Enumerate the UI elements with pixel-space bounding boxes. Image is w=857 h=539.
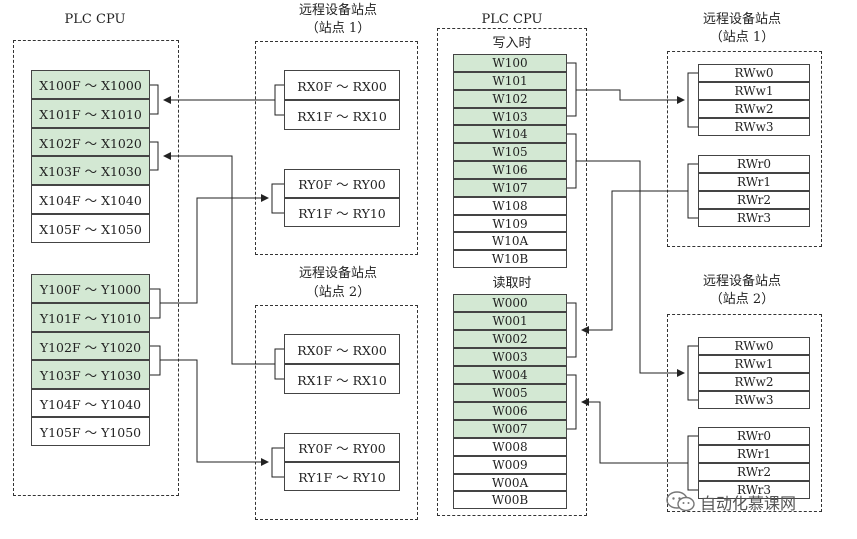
x-row: X104F ～ X1040: [31, 185, 150, 214]
rstation1-rww-row: RWw1: [698, 82, 810, 100]
write-row: W109: [453, 215, 567, 232]
read-row: W007: [453, 420, 567, 438]
read-row: W001: [453, 312, 567, 330]
rstation2-rww-row: RWw1: [698, 355, 810, 373]
y-row: Y105F ～ Y1050: [31, 417, 150, 446]
write-row: W102: [453, 90, 567, 108]
x-row: X103F ～ X1030: [31, 156, 150, 185]
x-row: X101F ～ X1010: [31, 99, 150, 128]
rstation1-rwr-row: RWr2: [698, 191, 810, 209]
rstation2-rww-row: RWw0: [698, 337, 810, 355]
rstation2-title-line1: 远程设备站点: [702, 274, 781, 289]
station2-rx-row: RX0F ～ RX00: [284, 334, 400, 364]
station1-rx-row: RX0F ～ RX00: [284, 70, 400, 100]
right-plc-title: PLC CPU: [481, 12, 543, 27]
write-row: W101: [453, 72, 567, 90]
y-row: Y104F ～ Y1040: [31, 389, 150, 417]
rstation1-rwr-row: RWr1: [698, 173, 810, 191]
read-row: W006: [453, 402, 567, 420]
write-row: W10A: [453, 232, 567, 250]
station1-box: [255, 41, 418, 255]
read-row: W00B: [453, 491, 567, 509]
rstation1-title-line2: （站点 1）: [709, 30, 775, 45]
station1-title-line1: 远程设备站点: [298, 3, 377, 18]
y-row: Y103F ～ Y1030: [31, 360, 150, 389]
write-label: 写入时: [492, 36, 532, 51]
read-row: W00A: [453, 474, 567, 491]
rstation2-title-line2: （站点 2）: [709, 292, 775, 307]
watermark: 自动化慕课网: [666, 490, 796, 514]
rstation2-rwr-row: RWr0: [698, 427, 810, 445]
write-row: W103: [453, 108, 567, 125]
write-row: W105: [453, 143, 567, 161]
read-label: 读取时: [492, 276, 532, 291]
rstation2-rww-row: RWw2: [698, 373, 810, 391]
write-row: W106: [453, 161, 567, 179]
rstation2-rwr-row: RWr3: [698, 481, 810, 499]
rstation1-title-line1: 远程设备站点: [702, 12, 781, 27]
rstation1-rww-row: RWw0: [698, 64, 810, 82]
y-row: Y102F ～ Y1020: [31, 332, 150, 360]
station2-title-line2: （站点 2）: [305, 285, 371, 300]
station2-title-line1: 远程设备站点: [298, 266, 377, 281]
wechat-icon: [666, 491, 695, 512]
write-row: W107: [453, 179, 567, 197]
x-row: X102F ～ X1020: [31, 128, 150, 156]
read-row: W002: [453, 330, 567, 348]
y-row: Y100F ～ Y1000: [31, 274, 150, 303]
station1-ry-row: RY1F ～ RY10: [284, 198, 400, 227]
write-row: W108: [453, 197, 567, 215]
read-row: W009: [453, 456, 567, 474]
x-row: X100F ～ X1000: [31, 70, 150, 99]
station1-rx-row: RX1F ～ RX10: [284, 100, 400, 130]
station2-rx-row: RX1F ～ RX10: [284, 364, 400, 394]
watermark-text: 自动化慕课网: [700, 494, 797, 513]
y-row: Y101F ～ Y1010: [31, 303, 150, 332]
station2-ry-row: RY1F ～ RY10: [284, 462, 400, 491]
station1-title-line2: （站点 1）: [305, 21, 371, 36]
rstation1-box: [667, 51, 822, 247]
rstation2-rww-row: RWw3: [698, 391, 810, 409]
read-row: W000: [453, 294, 567, 312]
left-plc-title: PLC CPU: [64, 12, 126, 27]
read-row: W005: [453, 384, 567, 402]
read-row: W004: [453, 366, 567, 384]
read-row: W003: [453, 348, 567, 366]
rstation1-rww-row: RWw3: [698, 118, 810, 136]
rstation2-rwr-row: RWr2: [698, 463, 810, 481]
rstation1-rwr-row: RWr3: [698, 209, 810, 227]
write-row: W10B: [453, 250, 567, 268]
write-row: W100: [453, 54, 567, 72]
x-row: X105F ～ X1050: [31, 214, 150, 243]
write-row: W104: [453, 125, 567, 143]
rstation1-rww-row: RWw2: [698, 100, 810, 118]
read-row: W008: [453, 438, 567, 456]
rstation1-rwr-row: RWr0: [698, 155, 810, 173]
station2-ry-row: RY0F ～ RY00: [284, 433, 400, 462]
rstation2-rwr-row: RWr1: [698, 445, 810, 463]
station1-ry-row: RY0F ～ RY00: [284, 169, 400, 198]
